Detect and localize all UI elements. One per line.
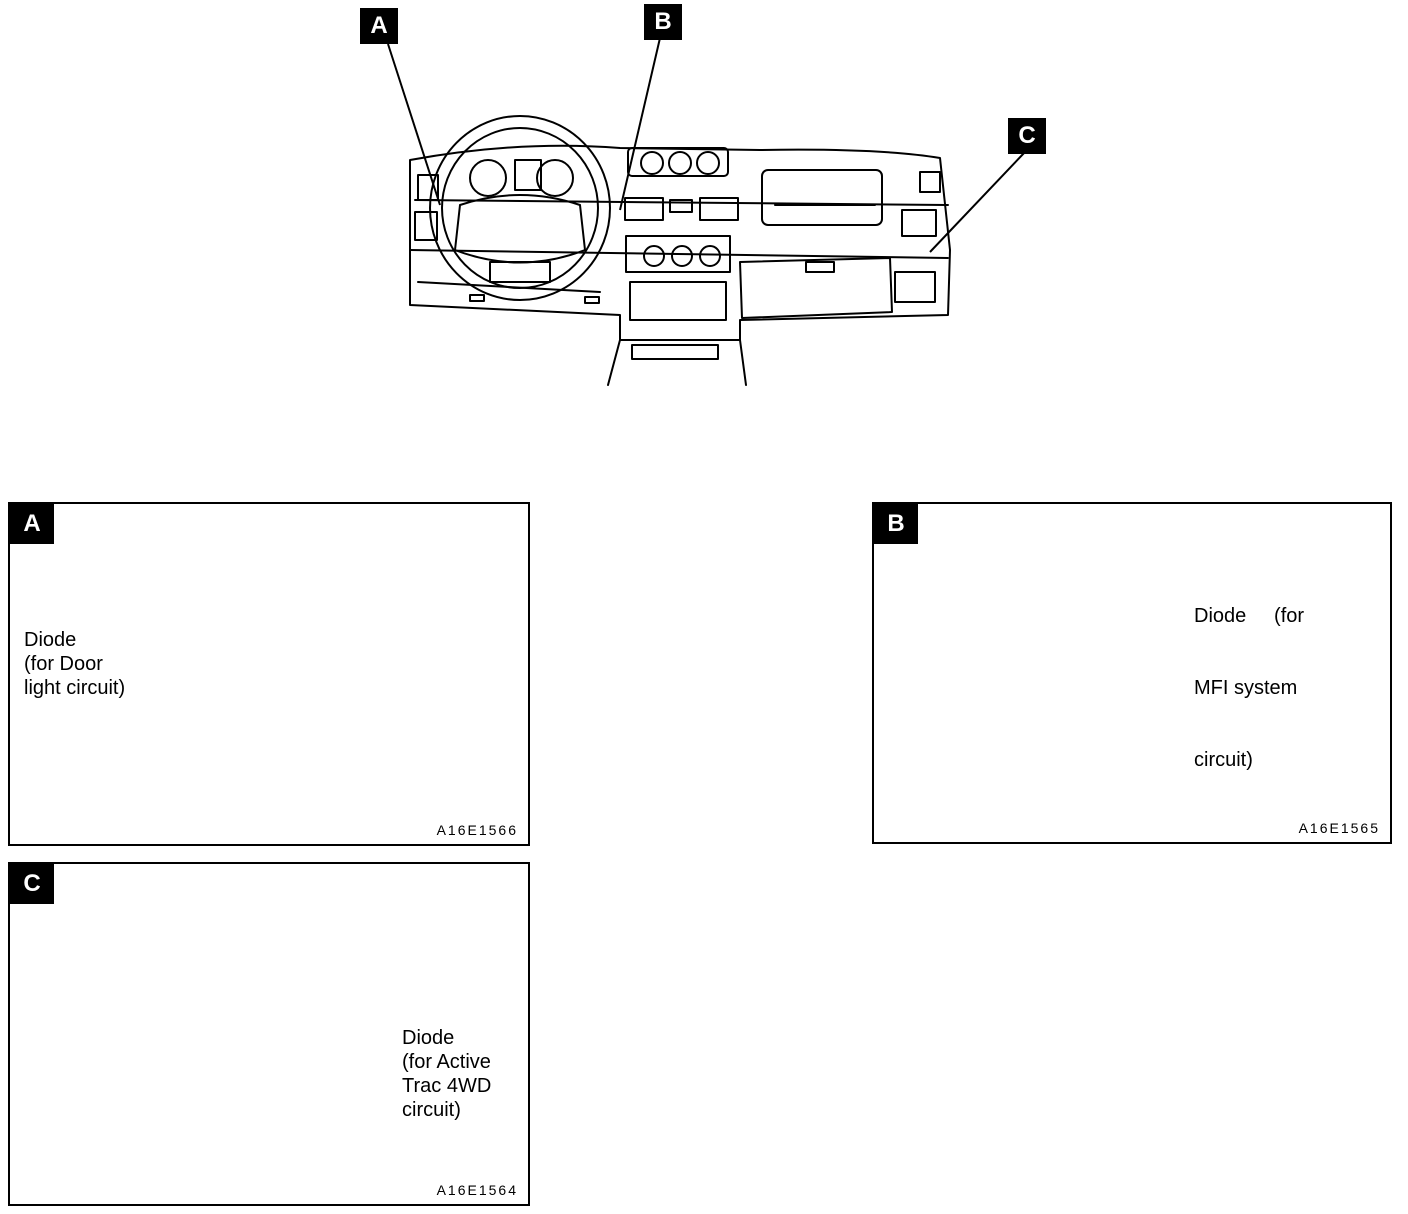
panel-a-label-line: (for Door	[24, 653, 103, 675]
panel-b-diode-label: Diode (for MFI system circuit)	[1194, 556, 1305, 820]
panel-b-figure-code: A16E1565	[1298, 820, 1380, 836]
panel-c-diode-label: Diode (for Active Trac 4WD circuit)	[402, 1026, 492, 1122]
detail-panel-a: A Diode (for Door light circuit) A16E156…	[8, 502, 530, 846]
panel-c-label-line: Diode	[402, 1027, 455, 1049]
panel-c-tag: C	[10, 864, 54, 904]
panel-b-tag: B	[874, 504, 918, 544]
detail-panel-b: B Diode (for MFI system circuit) A16E156…	[872, 502, 1392, 844]
panel-a-label-line: Diode	[24, 629, 77, 651]
panel-c-figure-code: A16E1564	[436, 1182, 518, 1198]
panel-a-tag-text: A	[23, 510, 41, 537]
panel-b-label-line: circuit)	[1194, 749, 1253, 771]
overview-tag-c: C	[1008, 118, 1046, 154]
panel-b-label-line: Diode (for	[1194, 605, 1305, 627]
panel-b-tag-text: B	[887, 510, 905, 537]
overview-tag-b-text: B	[654, 8, 672, 35]
overview-tag-b: B	[644, 4, 682, 40]
overview-tag-a: A	[360, 8, 398, 44]
detail-panel-c: C Diode (for Active Trac 4WD circuit) A1…	[8, 862, 530, 1206]
panel-a-tag: A	[10, 504, 54, 544]
overview-tag-c-text: C	[1018, 122, 1036, 149]
panel-c-label-line: Trac 4WD	[402, 1075, 492, 1097]
panel-a-label-line: light circuit)	[24, 677, 126, 699]
panel-b-label-line: MFI system	[1194, 677, 1298, 699]
panel-a-diode-label: Diode (for Door light circuit)	[24, 628, 126, 700]
panel-c-tag-text: C	[23, 870, 41, 897]
panel-c-label-line: (for Active	[402, 1051, 491, 1073]
panel-a-figure-code: A16E1566	[436, 822, 518, 838]
overview-tag-a-text: A	[370, 12, 388, 39]
panel-c-label-line: circuit)	[402, 1099, 461, 1121]
